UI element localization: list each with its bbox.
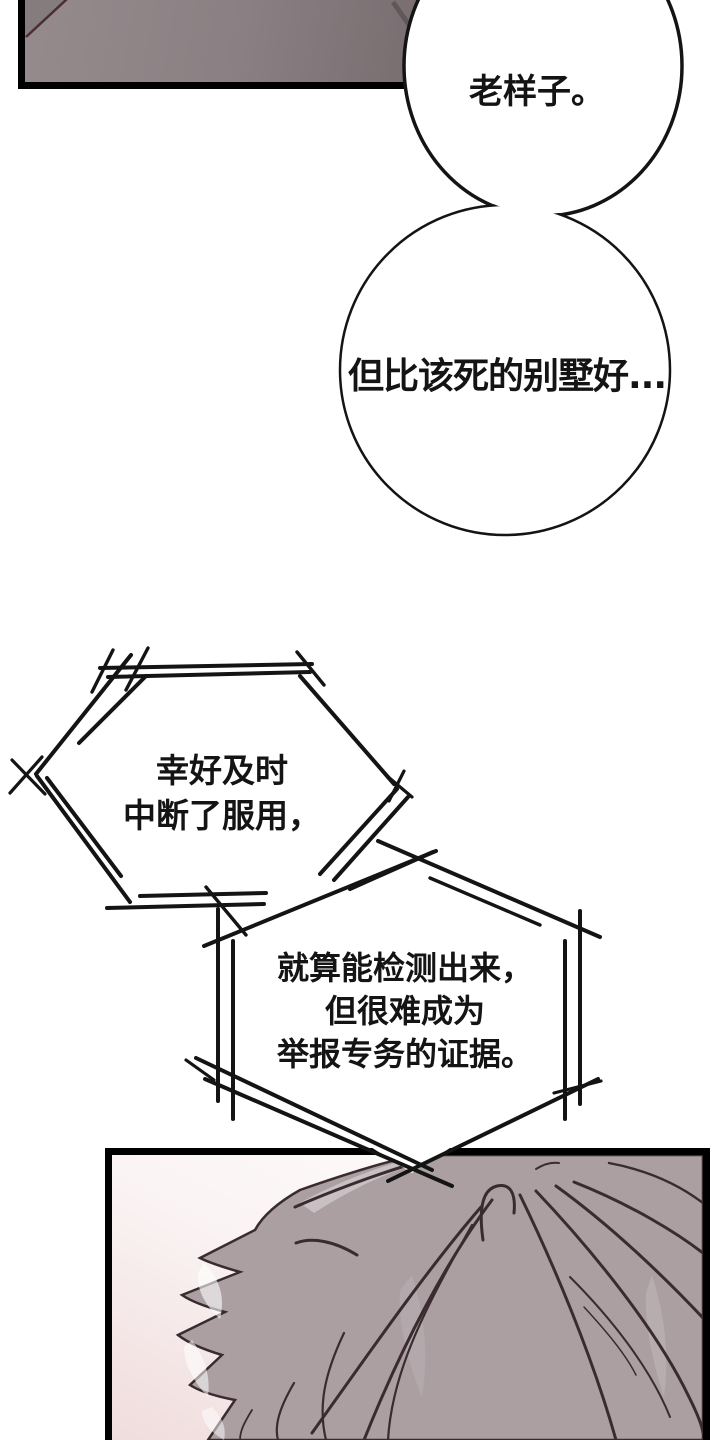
hex1-outline	[8, 646, 414, 937]
hex1-text: 幸好及时 中断了服用，	[72, 748, 372, 838]
hair-mass	[175, 1155, 703, 1440]
hair-illustration	[112, 1155, 703, 1440]
hex2-outline	[184, 839, 603, 1188]
bottom-scene-panel	[105, 1148, 710, 1440]
bubble-union-fill	[406, 0, 680, 214]
wall-edge-line	[25, 0, 68, 38]
hex1-text-line2: 中断了服用，	[123, 796, 321, 835]
hex2-text: 就算能检测出来， 但很难成为 举报专务的证据。	[243, 947, 567, 1076]
hex2-text-line2: 但很难成为	[324, 992, 485, 1030]
hair-strands	[239, 1161, 703, 1440]
hexagon-outlines	[8, 646, 603, 1188]
bubble-second-text: 但比该死的别墅好...	[347, 356, 667, 397]
hex2-text-line3: 举报专务的证据。	[276, 1035, 533, 1073]
hex2-text-line1: 就算能检测出来，	[276, 949, 533, 987]
bubble-top-text: 老样子。	[469, 72, 605, 112]
speech-bubbles	[338, 0, 684, 537]
hex1-text-line1: 幸好及时	[156, 751, 288, 790]
hair-highlights	[184, 1263, 667, 1440]
